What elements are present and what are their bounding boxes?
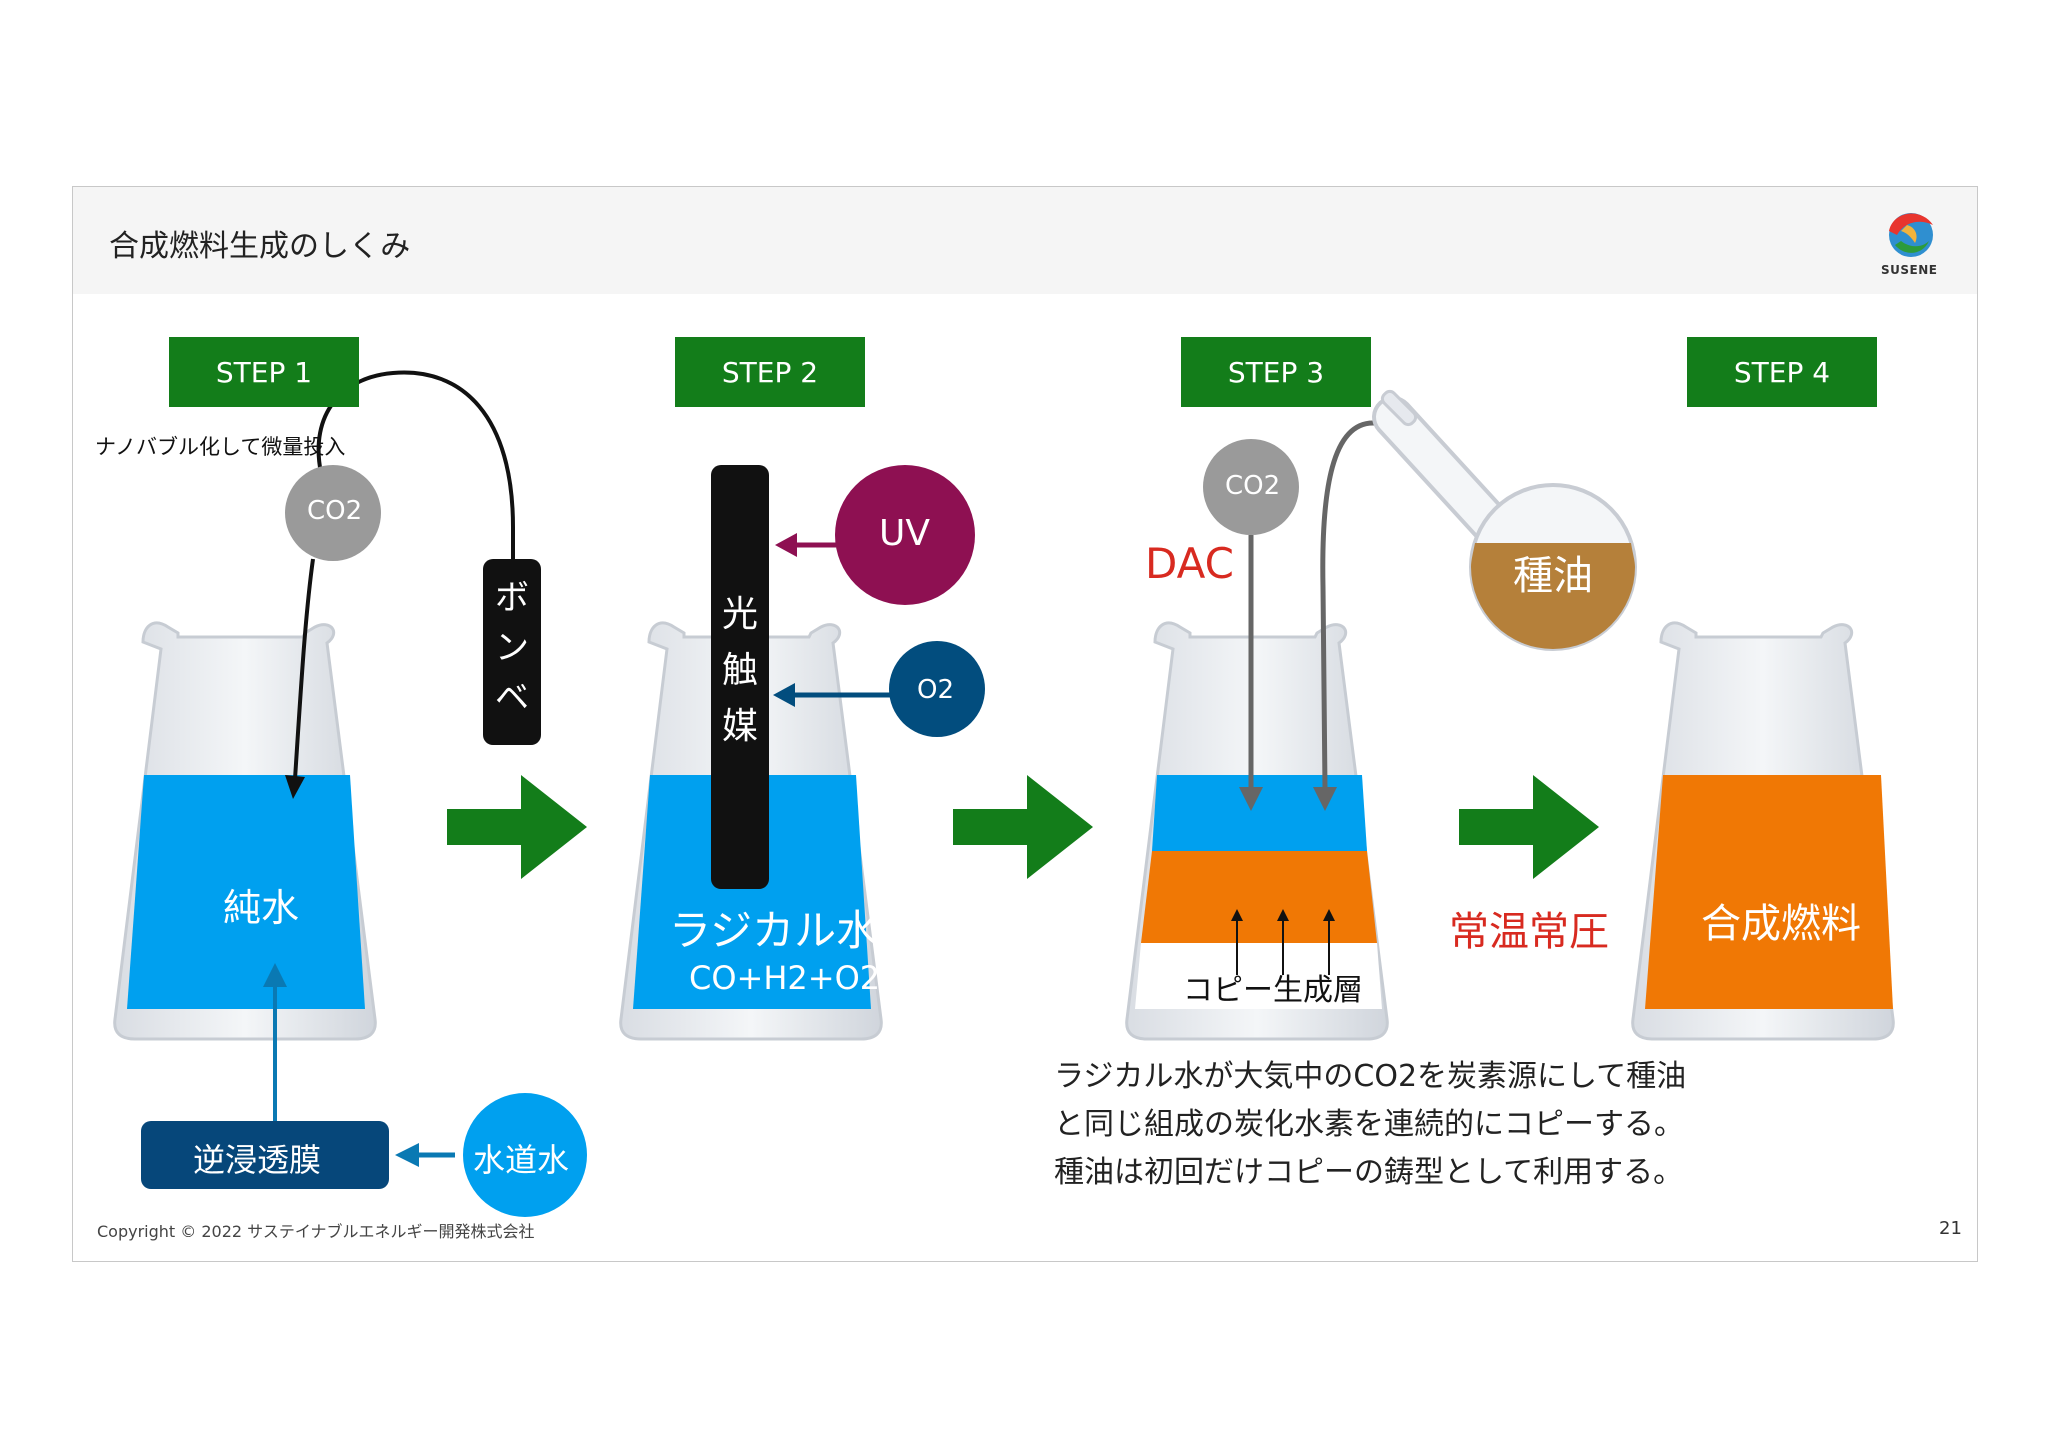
co2-feed-arrowhead [285,775,305,799]
copy-layer-label: コピー生成層 [1183,973,1363,1008]
uv-label: UV [879,513,930,554]
radical-water-formula: CO+H2+O2 [689,959,881,997]
membrane-to-flask-arrowhead [263,963,287,987]
o2-label: O2 [917,675,955,705]
co2-bubble-step3 [1203,439,1299,535]
co2-label-step1: CO2 [307,496,363,526]
ambient-condition-label: 常温常圧 [1449,909,1609,955]
slide: 合成燃料生成のしくみ SUSENE [72,186,1978,1262]
radical-water-label: ラジカル水 [669,906,879,955]
cylinder-tube [316,370,515,567]
copy-oil-layer [1141,851,1377,943]
cylinder-label: ボ ン ベ [495,578,529,718]
uv-arrowhead [775,533,797,557]
process-caption: ラジカル水が大気中のCO2を炭素源にして種油 と同じ組成の炭化水素を連続的にコピ… [1054,1059,1687,1190]
copy-generation-layer [1135,943,1382,1009]
pure-water-liquid [127,775,365,1009]
reverse-osmosis-membrane [141,1121,389,1189]
company-logo-text: SUSENE [1881,263,1938,277]
step-4-badge: STEP 4 [1687,337,1877,407]
radical-water-liquid [633,775,871,1009]
flask-step3 [1125,621,1389,1041]
process-diagram [113,370,1895,1217]
seed-oil-flask [1372,389,1637,651]
uv-circle [835,465,975,605]
step-1-badge: STEP 1 [169,337,359,407]
o2-circle [889,641,985,737]
membrane-label: 逆浸透膜 [193,1141,322,1179]
photocatalyst-rod [711,465,769,889]
flask-step1 [113,621,377,1041]
gas-cylinder [483,559,541,745]
flask-step4 [1631,621,1895,1041]
company-logo [1889,213,1933,257]
water-layer [1152,775,1367,851]
co2-label-step3: CO2 [1225,471,1281,501]
page-title: 合成燃料生成のしくみ [109,229,411,264]
seed-oil-label: 種油 [1513,553,1593,599]
co2-down-arrowhead [1239,787,1263,811]
photocatalyst-label: 光 触 媒 [721,594,758,747]
step-arrow-2 [953,775,1093,879]
slide-header: 合成燃料生成のしくみ SUSENE [73,187,1977,294]
tap-water-arrowhead [395,1143,419,1167]
synthetic-fuel-label: 合成燃料 [1701,901,1861,947]
tap-water-label: 水道水 [473,1141,570,1179]
step-3-badge: STEP 3 [1181,337,1371,407]
copyright-text: Copyright © 2022 サステイナブルエネルギー開発株式会社 [97,1222,535,1241]
page-number: 21 [1939,1218,1962,1239]
o2-arrowhead [773,683,795,707]
tap-water-circle [463,1093,587,1217]
synthetic-fuel-liquid [1645,775,1893,1009]
nanobubble-note: ナノバブル化して微量投入 [95,435,346,459]
co2-bubble-step1 [285,465,381,561]
step-arrow-3 [1459,775,1599,879]
seed-oil-arrowhead [1313,787,1337,811]
step-2-badge: STEP 2 [675,337,865,407]
step-arrow-1 [447,775,587,879]
dac-label: DAC [1145,539,1234,588]
copy-layer-arrows [1231,909,1335,975]
co2-feed-arrow [293,558,315,780]
pure-water-label: 純水 [223,886,300,930]
